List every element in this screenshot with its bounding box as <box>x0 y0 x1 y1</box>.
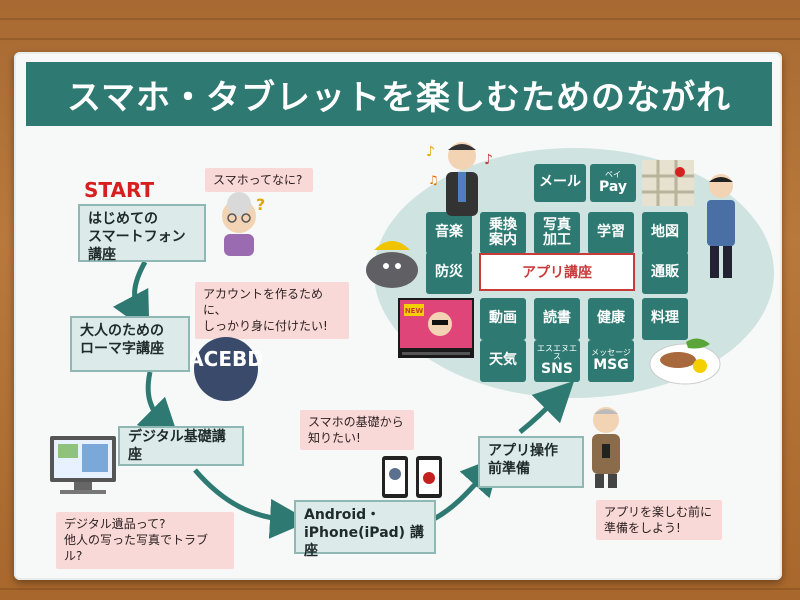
businessman-phone-illustration <box>707 174 735 278</box>
city-map-illustration <box>642 160 694 206</box>
new-sign-text: NEW <box>405 307 424 315</box>
svg-text:?: ? <box>256 195 265 214</box>
app-tile-video: 動画 <box>480 298 526 340</box>
start-label: START <box>84 178 155 202</box>
app-tile-photo: 写真 加工 <box>534 212 580 254</box>
svg-text:♪: ♪ <box>484 152 493 168</box>
app-tile-disaster: 防災 <box>426 252 472 294</box>
app-tile-weather: 天気 <box>480 340 526 382</box>
svg-text:♪: ♪ <box>426 144 435 160</box>
alphabet-letters: ACEBD <box>190 347 262 371</box>
bubble-digital-legacy: デジタル遺品って? 他人の写った写真でトラブル? <box>56 512 234 569</box>
bubble-prepare: アプリを楽しむ前に 準備をしよう! <box>596 500 722 541</box>
app-tile-study: 学習 <box>588 212 634 254</box>
svg-text:♫: ♫ <box>428 173 439 187</box>
alphabet-letters-illustration: ACEBD <box>190 337 262 401</box>
course-digital-basics: デジタル基礎講座 <box>118 426 244 466</box>
course-app-prep: アプリ操作 前準備 <box>478 436 584 488</box>
bubble-account: アカウントを作るために、 しっかり身に付けたい! <box>195 282 349 339</box>
android-iphone-illustration <box>382 456 442 498</box>
course-android-iphone: Android・ iPhone(iPad) 講座 <box>294 500 436 559</box>
karaoke-singer-illustration: ♪ ♪ ♫ <box>426 142 493 216</box>
grandmother-illustration: ? <box>222 192 265 256</box>
arrow-2-3 <box>136 371 180 440</box>
arrow-5-apps <box>518 380 575 434</box>
app-tile-health: 健康 <box>588 298 634 340</box>
video-player-illustration: NEW <box>398 298 474 358</box>
app-tile-music: 音楽 <box>426 212 472 254</box>
bubble-what-is-smartphone: スマホってなに? <box>205 168 313 193</box>
computer-monitor-illustration <box>50 436 116 494</box>
app-tile-mail: メール <box>534 164 586 202</box>
arrow-3-4 <box>193 468 310 539</box>
app-course-center: アプリ講座 <box>479 253 635 291</box>
app-tile-transit: 乗換 案内 <box>480 212 526 254</box>
app-tile-map: 地図 <box>642 212 688 254</box>
page-title: スマホ・タブレットを楽しむためのながれ <box>26 62 772 126</box>
elderly-man-phone-illustration <box>592 407 620 488</box>
course-smartphone-intro: はじめての スマートフォン講座 <box>78 204 206 263</box>
arrow-1-2 <box>112 260 150 333</box>
app-tile-pay: ペイ Pay <box>590 164 636 202</box>
app-tile-shopping: 通販 <box>642 252 688 294</box>
course-romaji: 大人のための ローマ字講座 <box>70 316 190 372</box>
bubble-basics: スマホの基礎から 知りたい! <box>300 410 414 451</box>
title-text: スマホ・タブレットを楽しむためのながれ <box>67 77 731 118</box>
app-tile-sns: エスエヌエス SNS <box>534 340 580 382</box>
catfish-helmet-illustration <box>366 241 418 288</box>
app-tile-cooking: 料理 <box>642 298 688 340</box>
app-tile-reading: 読書 <box>534 298 580 340</box>
food-plate-illustration <box>649 338 721 385</box>
app-tile-msg: メッセージ MSG <box>588 340 634 382</box>
